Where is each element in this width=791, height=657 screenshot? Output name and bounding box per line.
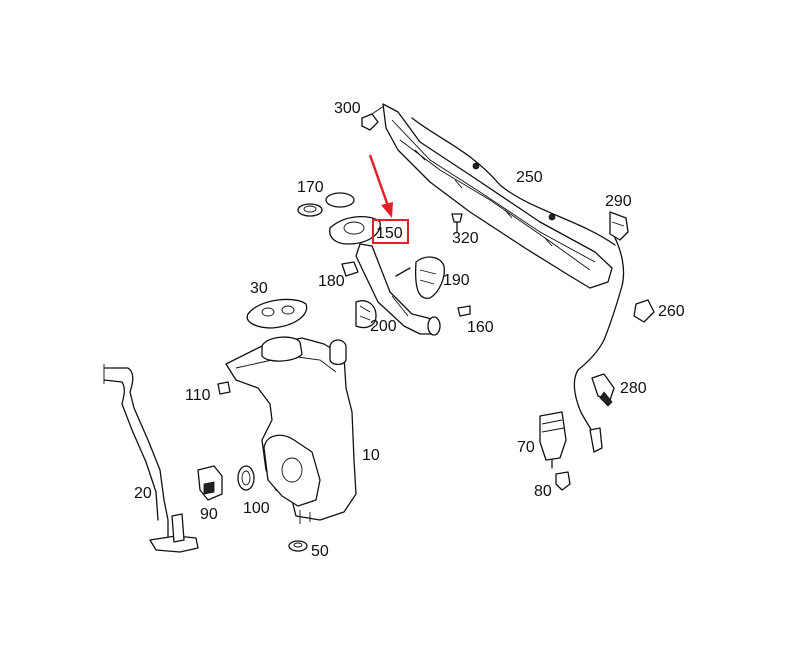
part-150-filler-neck xyxy=(329,216,441,336)
highlight-arrowhead xyxy=(381,202,393,218)
label-280: 280 xyxy=(620,380,647,397)
part-320-screw xyxy=(451,213,463,233)
label-300: 300 xyxy=(334,100,361,117)
label-50: 50 xyxy=(311,543,329,560)
washer-hose-end xyxy=(589,427,603,453)
label-260: 260 xyxy=(658,303,685,320)
part-labels: 300 250 290 170 320 180 190 30 260 200 1… xyxy=(134,100,685,560)
part-160-screw xyxy=(457,305,471,317)
label-80: 80 xyxy=(534,483,552,500)
part-290-hose-clip xyxy=(609,211,629,241)
label-10: 10 xyxy=(362,447,380,464)
label-70: 70 xyxy=(517,439,535,456)
label-190: 190 xyxy=(443,272,470,289)
part-180-clip xyxy=(341,261,359,277)
part-80-fastener xyxy=(555,471,571,491)
part-100-grommet xyxy=(237,465,255,491)
part-50-plug xyxy=(288,540,308,552)
label-20: 20 xyxy=(134,485,152,502)
part-30-grommet xyxy=(246,298,308,329)
part-10-reservoir xyxy=(225,336,357,524)
label-200: 200 xyxy=(370,318,397,335)
part-260-connector xyxy=(633,299,655,323)
part-190-bracket xyxy=(395,256,446,299)
label-320: 320 xyxy=(452,230,479,247)
part-170-cap xyxy=(297,192,355,217)
part-200-seal xyxy=(355,300,377,329)
part-280-connector xyxy=(591,373,615,407)
label-110: 110 xyxy=(185,387,211,404)
part-250-cowl-frame xyxy=(382,103,616,289)
part-110-clip xyxy=(217,381,231,395)
part-70-pump xyxy=(539,411,567,469)
highlight-box xyxy=(372,219,409,244)
highlight-arrow xyxy=(368,154,390,207)
label-290: 290 xyxy=(605,193,632,210)
label-250: 250 xyxy=(516,169,543,186)
label-100: 100 xyxy=(243,500,270,517)
label-30: 30 xyxy=(250,280,268,297)
part-300-clip xyxy=(361,105,385,131)
highlight-150: 150 xyxy=(368,154,409,244)
label-90: 90 xyxy=(200,506,218,523)
label-170: 170 xyxy=(297,179,324,196)
label-180: 180 xyxy=(318,273,345,290)
part-90-pump xyxy=(197,465,223,501)
label-150: 150 xyxy=(376,225,403,242)
label-160: 160 xyxy=(467,319,494,336)
part-20-hose xyxy=(103,364,199,553)
